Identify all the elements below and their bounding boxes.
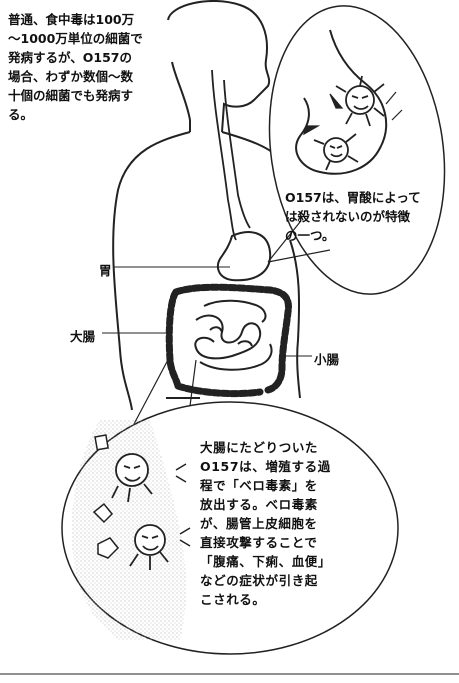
o157-bacterium-stomach-2: [313, 133, 359, 171]
esophagus: [211, 69, 251, 241]
large-intestine-label: 大腸: [70, 329, 96, 344]
intestine-note-text: 大腸にたどりついた O157は、増殖する過 程で「ベロ毒素」を 放出する。ベロ毒…: [200, 440, 332, 607]
stomach-detail-outline: [295, 29, 388, 175]
large-intestine-organ: [165, 283, 292, 398]
stomach-organ: [216, 231, 272, 282]
intestinal-wall-stipple: [71, 420, 187, 640]
vero-toxin-particles: [92, 434, 191, 559]
stomach-note-text: O157は、胃酸によって は殺されないのが特徴 の一つ。: [285, 190, 421, 243]
motion-arrows: [303, 91, 403, 136]
small-intestine-label: 小腸: [314, 352, 340, 367]
stomach-callout-bubble: [268, 5, 446, 295]
o157-bacterium-stomach-1: [335, 75, 385, 127]
intro-text: 普通、食中毒は100万 ～1000万単位の細菌で 発病するが、O157の 場合、…: [8, 12, 143, 122]
small-intestine-organ: [194, 299, 273, 371]
body-outline: [112, 0, 301, 411]
intestine-callout-pointer: [133, 355, 197, 425]
o157-bacterium-intestine-1: [111, 453, 153, 503]
stomach-label: 胃: [99, 263, 112, 278]
stomach-callout-pointer: [267, 221, 331, 263]
o157-bacterium-intestine-2: [129, 524, 169, 570]
